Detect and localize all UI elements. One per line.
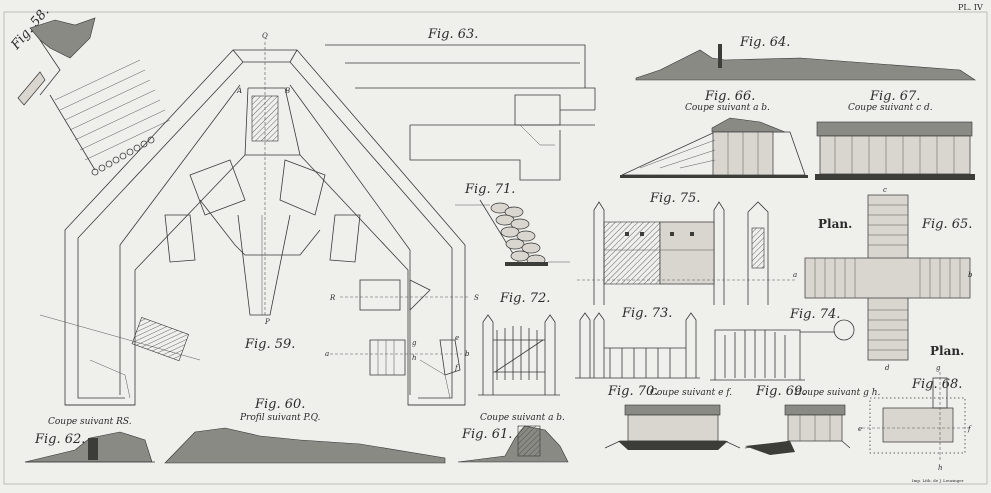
figure-68: Plan. Fig. 68. g e f h xyxy=(858,344,972,472)
letter-h-68: h xyxy=(938,464,943,472)
fig74-label: Fig. 74. xyxy=(789,307,840,322)
fig70-label: Fig. 70. xyxy=(607,384,658,399)
fig67-label: Fig. 67. xyxy=(869,89,920,104)
letter-e-68: e xyxy=(858,425,862,433)
fig59-label: Fig. 59. xyxy=(244,337,295,352)
letter-R: R xyxy=(329,294,336,302)
figure-67: Fig. 67. Coupe suivant c d. xyxy=(815,89,975,180)
figure-61: Coupe suivant a b. Fig. 61. xyxy=(457,413,569,463)
letter-A: A xyxy=(236,87,242,95)
letter-S: S xyxy=(474,294,479,302)
caption-plan-65: Plan. xyxy=(818,217,852,231)
figure-59: Q A B P R S a b e f g h Fig. 59. xyxy=(39,32,479,406)
figure-60: Fig. 60. Profil suivant P.Q. xyxy=(164,397,446,464)
letter-g-59: g xyxy=(412,339,417,347)
figure-71: Fig. 71. xyxy=(455,182,570,266)
fig65-label: Fig. 65. xyxy=(921,217,972,232)
plate-number: PL. IV xyxy=(958,3,983,12)
letter-g-68: g xyxy=(936,364,941,372)
figure-74: Fig. 74. xyxy=(710,307,855,381)
letter-a-59: a xyxy=(325,350,329,358)
caption-coupe-rs: Coupe suivant RS. xyxy=(48,417,132,427)
figure-72: Fig. 72. xyxy=(478,291,560,396)
letter-P: P xyxy=(264,318,270,326)
printer-imprint: Imp. Lith. de J. Leuzinger xyxy=(912,478,964,483)
figure-73: Fig. 73. xyxy=(575,306,700,379)
caption-coupe-ab-61: Coupe suivant a b. xyxy=(480,413,565,423)
fig62-label: Fig. 62. xyxy=(34,432,85,447)
caption-coupe-ef-70: Coupe suivant e f. xyxy=(650,388,732,398)
caption-plan-68: Plan. xyxy=(930,344,964,358)
fig64-label: Fig. 64. xyxy=(739,35,790,50)
letter-c-65: c xyxy=(883,186,887,194)
plate-border xyxy=(3,11,988,485)
letter-b-65: b xyxy=(968,271,973,279)
fig63-label: Fig. 63. xyxy=(427,27,478,42)
fig73-label: Fig. 73. xyxy=(621,306,672,321)
figure-66: Fig. 66. Coupe suivant a b. xyxy=(620,89,808,178)
letter-f-59: f xyxy=(454,364,459,372)
caption-coupe-gh-69: Coupe suivant g h. xyxy=(795,388,880,398)
figure-69: Fig. 69. Coupe suivant g h. xyxy=(744,384,880,455)
fig66-label: Fig. 66. xyxy=(704,89,755,104)
letter-a-75: a xyxy=(793,271,797,279)
fig61-label: Fig. 61. xyxy=(461,427,512,442)
figure-64: Fig. 64. xyxy=(635,35,976,81)
fig60-label: Fig. 60. xyxy=(254,397,305,412)
caption-coupe-ab-66: Coupe suivant a b. xyxy=(685,103,770,113)
figure-63: Fig. 63. xyxy=(325,27,596,181)
fig68-label: Fig. 68. xyxy=(911,377,962,392)
fig75-label: Fig. 75. xyxy=(649,191,700,206)
letter-B: B xyxy=(284,87,290,95)
letter-Q: Q xyxy=(262,32,268,40)
letter-d-65: d xyxy=(885,364,890,372)
figure-62: Coupe suivant RS. Fig. 62. xyxy=(24,417,155,463)
fig71-label: Fig. 71. xyxy=(464,182,515,197)
letter-f-68: f xyxy=(967,425,972,433)
figure-70: Fig. 70. Coupe suivant e f. xyxy=(604,384,741,450)
caption-coupe-cd-67: Coupe suivant c d. xyxy=(848,103,933,113)
letter-e-59: e xyxy=(455,334,459,342)
figure-65: Plan. Fig. 65. c d b xyxy=(804,186,973,372)
letter-b-59: b xyxy=(465,350,470,358)
caption-profil-pq: Profil suivant P.Q. xyxy=(239,413,321,423)
letter-h-59: h xyxy=(412,354,417,362)
figure-75: Fig. 75. a xyxy=(577,191,797,305)
fig69-label: Fig. 69. xyxy=(755,384,806,399)
fig72-label: Fig. 72. xyxy=(499,291,550,306)
figure-58: Fig. 58. xyxy=(8,4,171,176)
